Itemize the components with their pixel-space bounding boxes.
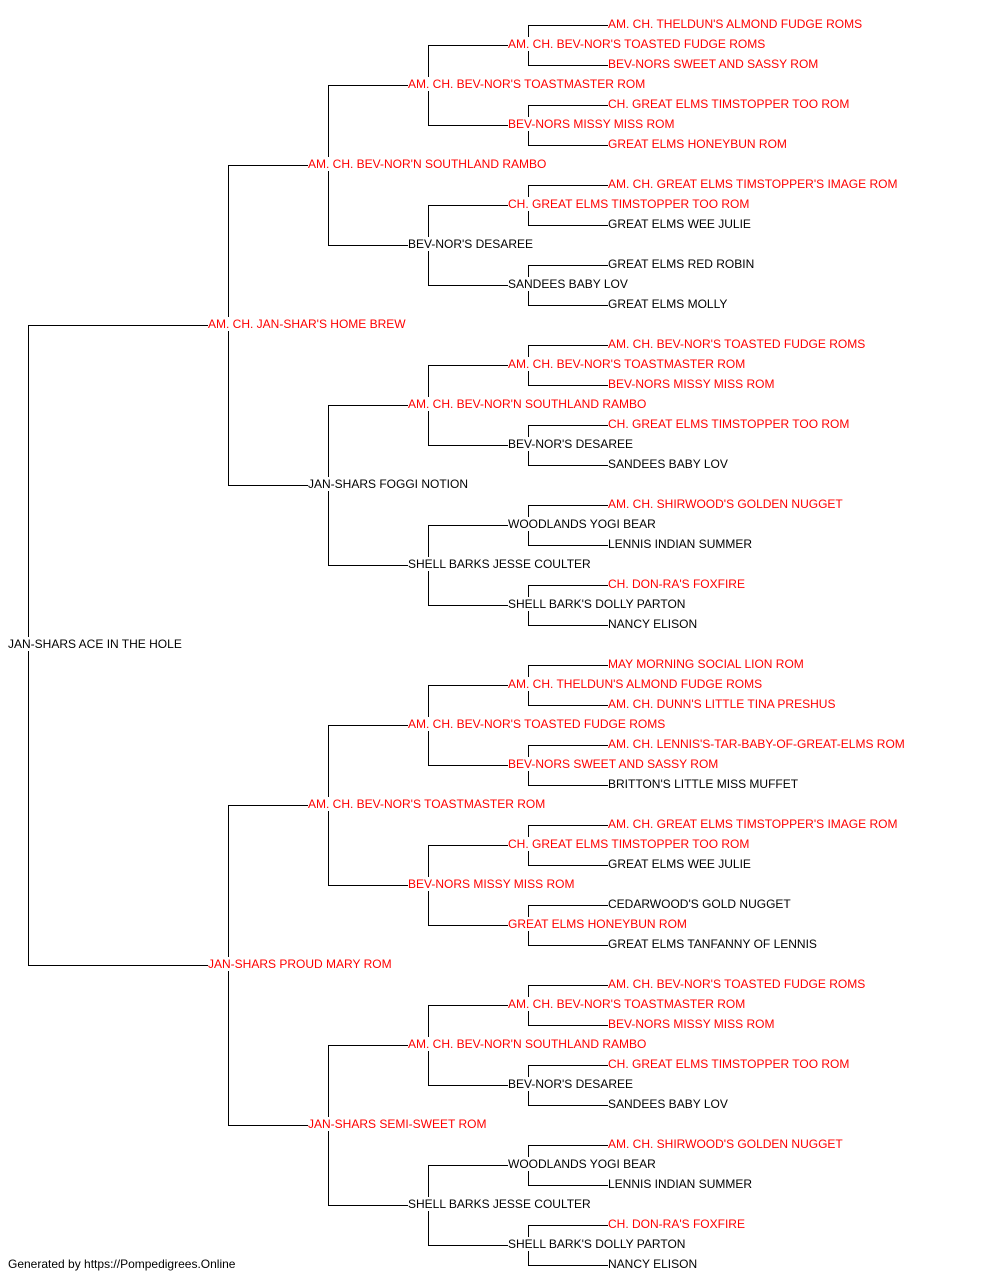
subject-name[interactable]: JAN-SHARS ACE IN THE HOLE [8, 637, 182, 651]
sire-name[interactable]: WOODLANDS YOGI BEAR [508, 517, 656, 531]
sire-name[interactable]: CH. GREAT ELMS TIMSTOPPER TOO ROM [608, 417, 850, 431]
dam-name[interactable]: GREAT ELMS MOLLY [608, 297, 728, 311]
sire-name[interactable]: WOODLANDS YOGI BEAR [508, 1157, 656, 1171]
sire-name[interactable]: AM. CH. SHIRWOOD'S GOLDEN NUGGET [608, 1137, 843, 1151]
dam-name[interactable]: SHELL BARK'S DOLLY PARTON [508, 1237, 686, 1251]
dam-name[interactable]: GREAT ELMS WEE JULIE [608, 217, 751, 231]
dam-name[interactable]: BEV-NORS SWEET AND SASSY ROM [508, 757, 719, 771]
dam-name[interactable]: BEV-NOR'S DESAREE [408, 237, 533, 251]
sire-name[interactable]: AM. CH. SHIRWOOD'S GOLDEN NUGGET [608, 497, 843, 511]
dam-name[interactable]: JAN-SHARS FOGGI NOTION [308, 477, 469, 491]
sire-name[interactable]: CEDARWOOD'S GOLD NUGGET [608, 897, 791, 911]
dam-name[interactable]: GREAT ELMS HONEYBUN ROM [508, 917, 687, 931]
sire-name[interactable]: AM. CH. BEV-NOR'S TOASTMASTER ROM [408, 77, 646, 91]
dam-name[interactable]: SHELL BARKS JESSE COULTER [408, 557, 591, 571]
sire-name[interactable]: AM. CH. BEV-NOR'S TOASTED FUDGE ROMS [508, 37, 766, 51]
sire-name[interactable]: AM. CH. THELDUN'S ALMOND FUDGE ROMS [508, 677, 763, 691]
dam-name[interactable]: LENNIS INDIAN SUMMER [608, 537, 753, 551]
sire-name[interactable]: CH. GREAT ELMS TIMSTOPPER TOO ROM [508, 837, 750, 851]
dam-name[interactable]: BEV-NORS MISSY MISS ROM [608, 377, 775, 391]
sire-name[interactable]: AM. CH. BEV-NOR'S TOASTMASTER ROM [308, 797, 546, 811]
dam-name[interactable]: NANCY ELISON [608, 1257, 698, 1271]
sire-name[interactable]: AM. CH. BEV-NOR'N SOUTHLAND RAMBO [408, 397, 647, 411]
dam-name[interactable]: GREAT ELMS HONEYBUN ROM [608, 137, 787, 151]
sire-name[interactable]: AM. CH. JAN-SHAR'S HOME BREW [208, 317, 406, 331]
dam-name[interactable]: BRITTON'S LITTLE MISS MUFFET [608, 777, 799, 791]
dam-name[interactable]: GREAT ELMS WEE JULIE [608, 857, 751, 871]
dam-name[interactable]: LENNIS INDIAN SUMMER [608, 1177, 753, 1191]
sire-name[interactable]: AM. CH. THELDUN'S ALMOND FUDGE ROMS [608, 17, 863, 31]
sire-name[interactable]: CH. DON-RA'S FOXFIRE [608, 577, 745, 591]
sire-name[interactable]: AM. CH. LENNIS'S-TAR-BABY-OF-GREAT-ELMS … [608, 737, 905, 751]
dam-name[interactable]: NANCY ELISON [608, 617, 698, 631]
sire-name[interactable]: AM. CH. BEV-NOR'S TOASTED FUDGE ROMS [608, 337, 866, 351]
sire-name[interactable]: GREAT ELMS RED ROBIN [608, 257, 755, 271]
sire-name[interactable]: MAY MORNING SOCIAL LION ROM [608, 657, 804, 671]
sire-name[interactable]: CH. DON-RA'S FOXFIRE [608, 1217, 745, 1231]
sire-name[interactable]: CH. GREAT ELMS TIMSTOPPER TOO ROM [608, 1057, 850, 1071]
dam-name[interactable]: GREAT ELMS TANFANNY OF LENNIS [608, 937, 817, 951]
dam-name[interactable]: BEV-NORS SWEET AND SASSY ROM [608, 57, 819, 71]
sire-name[interactable]: AM. CH. BEV-NOR'N SOUTHLAND RAMBO [308, 157, 547, 171]
sire-name[interactable]: AM. CH. BEV-NOR'S TOASTED FUDGE ROMS [408, 717, 666, 731]
dam-name[interactable]: BEV-NORS MISSY MISS ROM [508, 117, 675, 131]
dam-name[interactable]: BEV-NORS MISSY MISS ROM [408, 877, 575, 891]
sire-name[interactable]: AM. CH. GREAT ELMS TIMSTOPPER'S IMAGE RO… [608, 817, 898, 831]
dam-name[interactable]: SANDEES BABY LOV [608, 1097, 728, 1111]
sire-name[interactable]: AM. CH. BEV-NOR'S TOASTMASTER ROM [508, 357, 746, 371]
dam-name[interactable]: JAN-SHARS SEMI-SWEET ROM [308, 1117, 487, 1131]
dam-name[interactable]: SANDEES BABY LOV [608, 457, 728, 471]
dam-name[interactable]: AM. CH. DUNN'S LITTLE TINA PRESHUS [608, 697, 836, 711]
dam-name[interactable]: BEV-NORS MISSY MISS ROM [608, 1017, 775, 1031]
sire-name[interactable]: CH. GREAT ELMS TIMSTOPPER TOO ROM [508, 197, 750, 211]
sire-name[interactable]: AM. CH. BEV-NOR'N SOUTHLAND RAMBO [408, 1037, 647, 1051]
dam-name[interactable]: SHELL BARKS JESSE COULTER [408, 1197, 591, 1211]
dam-name[interactable]: SANDEES BABY LOV [508, 277, 628, 291]
sire-name[interactable]: AM. CH. BEV-NOR'S TOASTMASTER ROM [508, 997, 746, 1011]
sire-name[interactable]: AM. CH. BEV-NOR'S TOASTED FUDGE ROMS [608, 977, 866, 991]
dam-name[interactable]: BEV-NOR'S DESAREE [508, 437, 633, 451]
footer-credit: Generated by https://Pompedigrees.Online [8, 1257, 236, 1271]
sire-name[interactable]: AM. CH. GREAT ELMS TIMSTOPPER'S IMAGE RO… [608, 177, 898, 191]
sire-name[interactable]: CH. GREAT ELMS TIMSTOPPER TOO ROM [608, 97, 850, 111]
dam-name[interactable]: SHELL BARK'S DOLLY PARTON [508, 597, 686, 611]
dam-name[interactable]: BEV-NOR'S DESAREE [508, 1077, 633, 1091]
dam-name[interactable]: JAN-SHARS PROUD MARY ROM [208, 957, 392, 971]
